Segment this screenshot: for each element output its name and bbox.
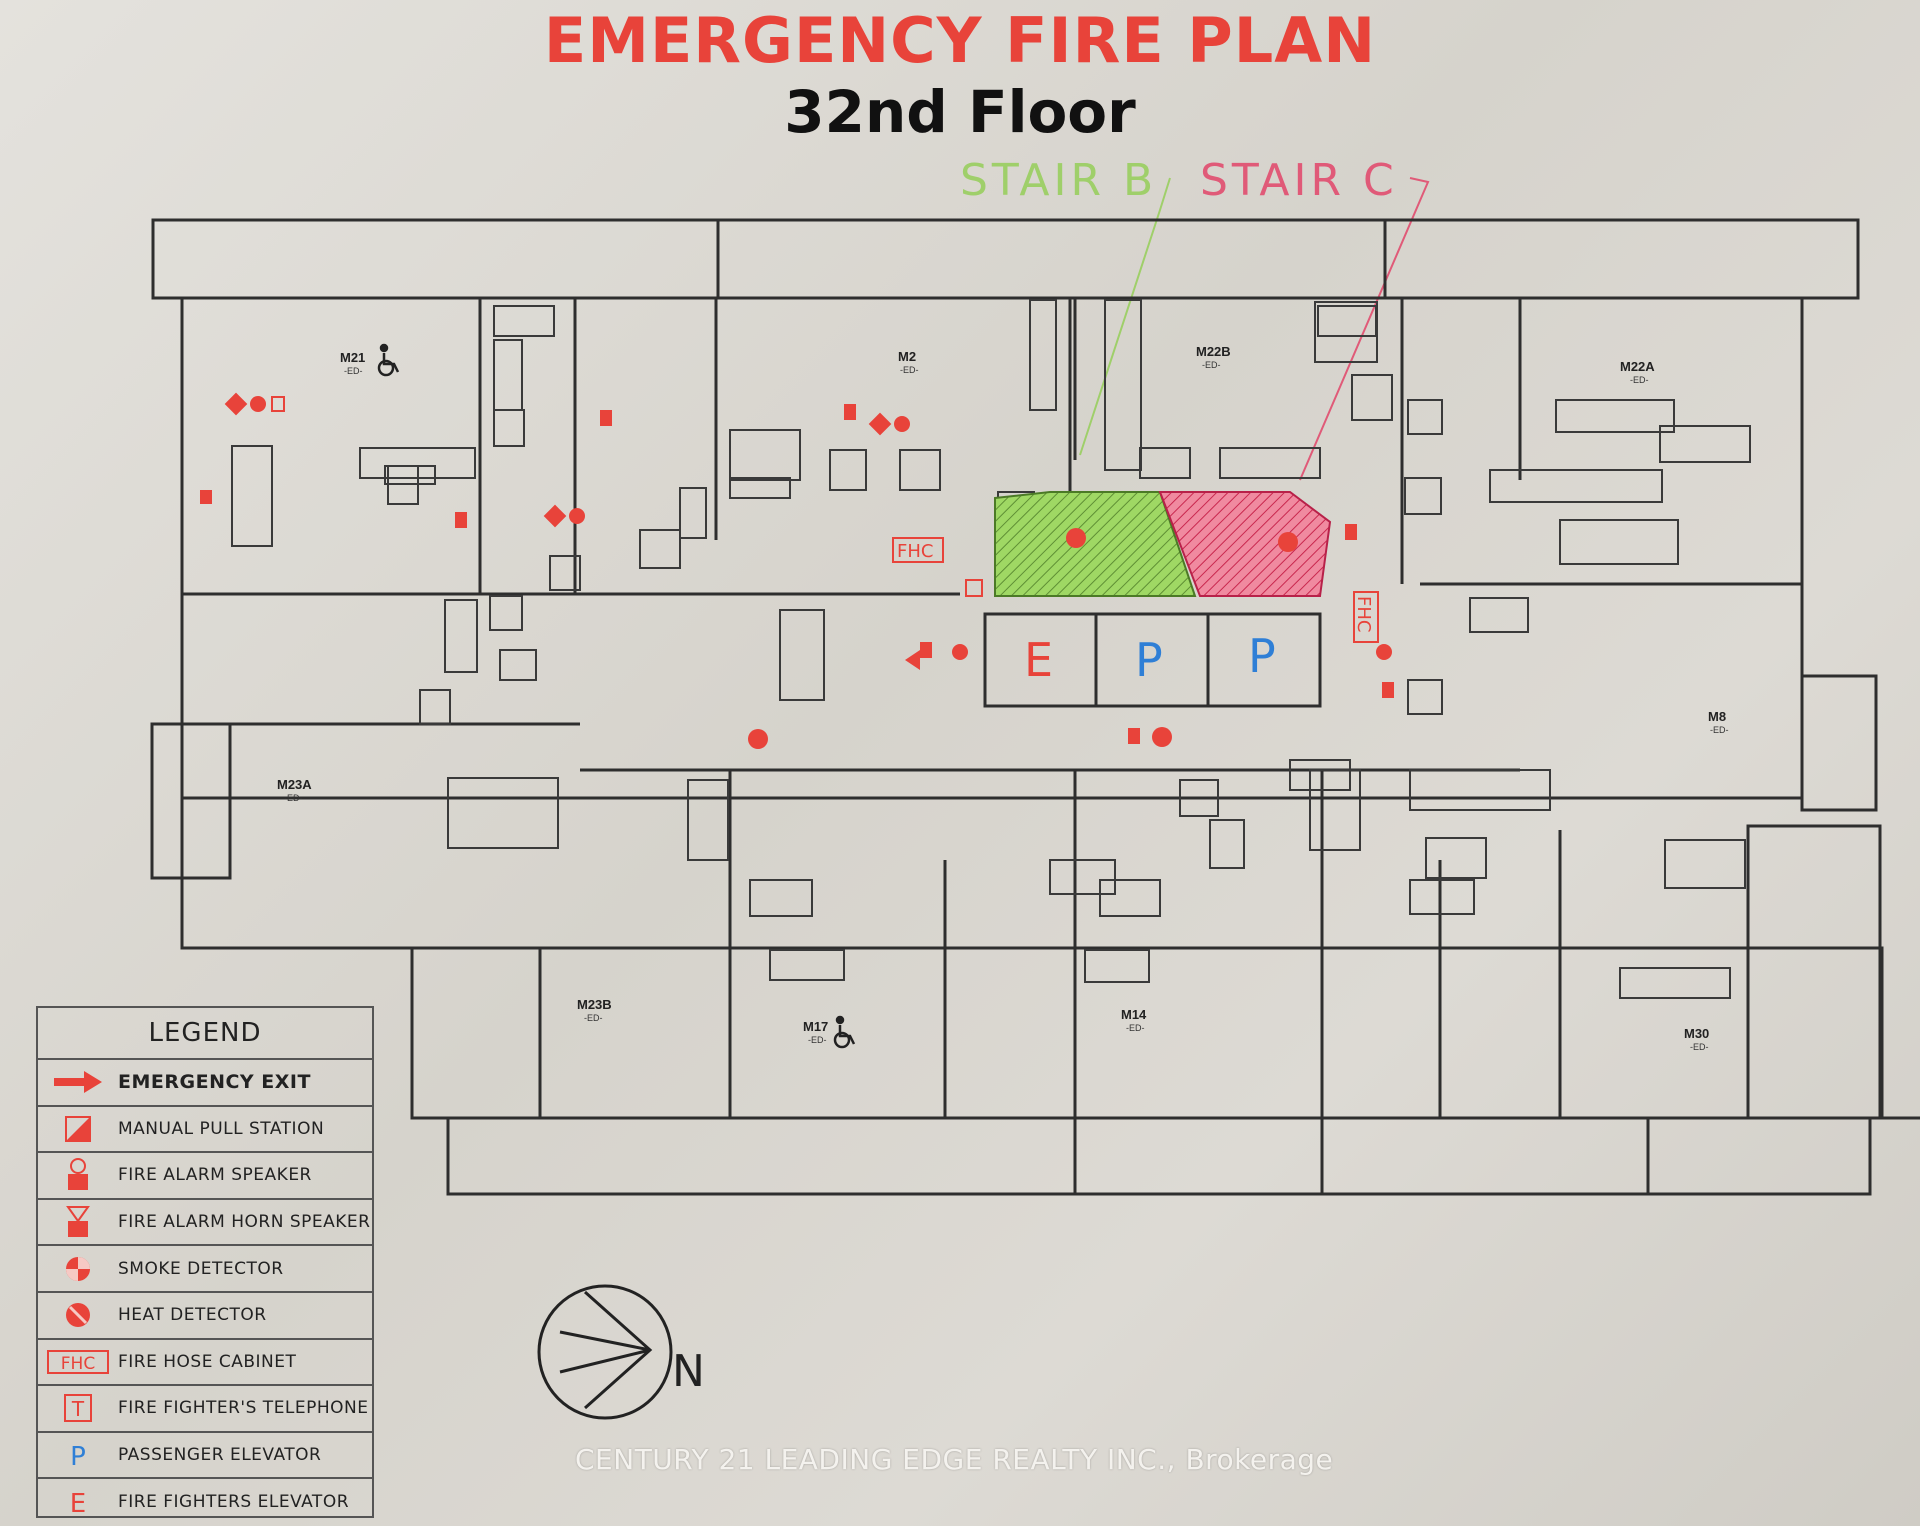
elevator-passenger-1: P (1135, 633, 1163, 687)
pull-station-icon (65, 1115, 91, 1142)
smoke-detector-icon (224, 392, 285, 416)
legend-title: LEGEND (38, 1008, 372, 1060)
smoke-detector-icon (1278, 532, 1298, 552)
smoke-detector-icon (748, 729, 768, 749)
svg-text:-ED-: -ED- (284, 793, 303, 803)
stair-c-area (1158, 491, 1332, 597)
pull-station-icon (1345, 524, 1357, 540)
legend-row: T FIRE FIGHTER'S TELEPHONE (38, 1386, 372, 1433)
unit-m22a: M22A (1620, 359, 1655, 374)
compass-icon (537, 1284, 673, 1420)
plan-title: EMERGENCY FIRE PLAN (543, 4, 1377, 77)
unit-m14: M14 (1121, 1007, 1147, 1022)
accessible-icon (833, 1015, 856, 1049)
svg-text:-ED-: -ED- (900, 365, 919, 375)
legend-row: FIRE ALARM SPEAKER (38, 1153, 372, 1200)
svg-text:-ED-: -ED- (344, 366, 363, 376)
legend-label: FIRE HOSE CABINET (118, 1351, 297, 1372)
compass-north: N (672, 1346, 705, 1397)
svg-text:-ED-: -ED- (1690, 1042, 1709, 1052)
heat-detector-icon (66, 1303, 90, 1328)
unit-m8: M8 (1708, 709, 1726, 724)
svg-text:-ED-: -ED- (584, 1013, 603, 1023)
alarm-speaker-icon (455, 512, 467, 528)
alarm-speaker-icon (1128, 728, 1140, 744)
stair-b-label: STAIR B (960, 155, 1158, 206)
unit-m23a: M23A (277, 777, 312, 792)
svg-text:T: T (71, 1397, 85, 1421)
unit-m30: M30 (1684, 1026, 1709, 1041)
legend-label: FIRE ALARM SPEAKER (118, 1165, 312, 1186)
bath-kitchen-fixtures (231, 299, 1751, 999)
legend-label: FIRE FIGHTER'S TELEPHONE (118, 1398, 369, 1419)
pull-station-icon (200, 490, 212, 504)
legend: LEGEND EMERGENCY EXIT MANUAL PULL STATIO… (36, 1006, 374, 1518)
legend-label: EMERGENCY EXIT (118, 1071, 311, 1094)
legend-row: SMOKE DETECTOR (38, 1246, 372, 1293)
legend-label: SMOKE DETECTOR (118, 1258, 284, 1279)
smoke-detector-icon (952, 644, 968, 660)
exit-arrow-icon (905, 650, 920, 670)
watermark: CENTURY 21 LEADING EDGE REALTY INC., Bro… (575, 1443, 1334, 1476)
legend-row: FIRE ALARM HORN SPEAKER (38, 1200, 372, 1247)
fhc-tag-west: FHC (897, 541, 933, 562)
telephone-icon: T (64, 1394, 92, 1423)
unit-labels: M21 M2 M22B M22A M23A M8 M23B M17 M14 M3… (277, 344, 1729, 1052)
stair-c-leader (1299, 177, 1430, 481)
elevator-passenger-2: P (1248, 629, 1276, 683)
walls (150, 218, 1920, 1196)
accessible-icon (377, 343, 400, 377)
fire-hose-cabinet-icon: FHC (47, 1349, 109, 1374)
smoke-detector-icon (66, 1256, 90, 1281)
alarm-speaker-icon (600, 410, 612, 426)
svg-text:E: E (70, 1489, 86, 1517)
unit-m17: M17 (803, 1019, 828, 1034)
svg-text:-ED-: -ED- (1126, 1023, 1145, 1033)
smoke-detector-icon (1376, 644, 1392, 660)
legend-row: MANUAL PULL STATION (38, 1107, 372, 1154)
unit-m22b: M22B (1196, 344, 1231, 359)
smoke-detector-icon (543, 504, 585, 528)
smoke-detector-icon (1152, 727, 1172, 747)
legend-label: HEAT DETECTOR (118, 1305, 267, 1326)
stair-b-area (994, 491, 1197, 597)
smoke-detector-icon (868, 412, 910, 436)
alarm-speaker-icon (68, 1158, 88, 1191)
fire-fighters-elevator-icon: E (70, 1489, 86, 1517)
svg-text:-ED-: -ED- (1202, 360, 1221, 370)
unit-m21: M21 (340, 350, 365, 365)
smoke-detector-icon (1066, 528, 1086, 548)
horn-speaker-icon (66, 1206, 90, 1238)
telephone-icon (965, 579, 983, 597)
alarm-speaker-icon (920, 642, 932, 658)
alarm-speaker-icon (1382, 682, 1394, 698)
legend-row: P PASSENGER ELEVATOR (38, 1433, 372, 1480)
alarm-speaker-icon (844, 404, 856, 420)
fhc-tag-east: FHC (1353, 596, 1374, 632)
elevator-fire-fighters: E (1024, 633, 1053, 687)
passenger-elevator-icon: P (70, 1442, 86, 1470)
legend-row: FHC FIRE HOSE CABINET (38, 1340, 372, 1387)
legend-label: FIRE FIGHTERS ELEVATOR (118, 1491, 350, 1512)
legend-label: PASSENGER ELEVATOR (118, 1445, 322, 1466)
floor-title: 32nd Floor (784, 78, 1136, 146)
svg-text:P: P (70, 1442, 86, 1470)
stair-c-label: STAIR C (1200, 155, 1398, 206)
svg-text:-ED-: -ED- (1630, 375, 1649, 385)
exit-arrow-icon (54, 1071, 102, 1094)
legend-row: HEAT DETECTOR (38, 1293, 372, 1340)
svg-text:-ED-: -ED- (808, 1035, 827, 1045)
unit-m2: M2 (898, 349, 916, 364)
stair-b-leader (1079, 177, 1171, 456)
unit-m23b: M23B (577, 997, 612, 1012)
legend-label: MANUAL PULL STATION (118, 1118, 325, 1139)
legend-row: EMERGENCY EXIT (38, 1060, 372, 1107)
legend-label: FIRE ALARM HORN SPEAKER (118, 1212, 371, 1233)
svg-text:FHC: FHC (61, 1354, 95, 1374)
legend-row: E FIRE FIGHTERS ELEVATOR (38, 1479, 372, 1524)
svg-text:-ED-: -ED- (1710, 725, 1729, 735)
